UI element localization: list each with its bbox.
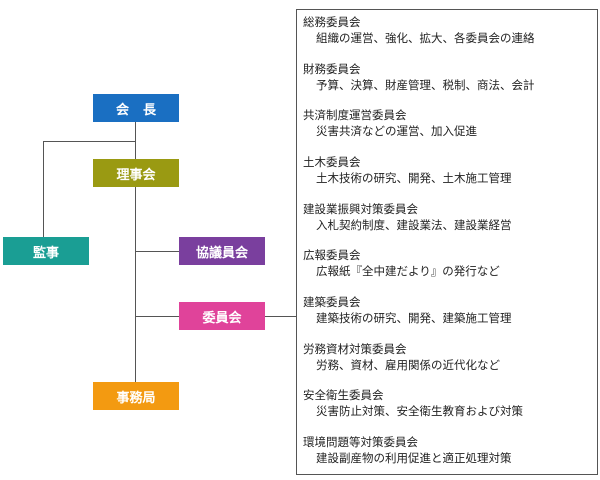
- committee-name: 土木委員会: [303, 155, 361, 169]
- committee-item: 広報委員会 広報紙『全中建だより』の発行など: [303, 248, 500, 279]
- connector-auditor: [43, 141, 44, 237]
- committee-name: 労務資材対策委員会: [303, 342, 407, 356]
- committee-item: 土木委員会 土木技術の研究、開発、土木施工管理: [303, 155, 512, 186]
- committee-box: 委員会: [179, 302, 265, 330]
- committee-desc: 災害防止対策、安全衛生教育および対策: [316, 403, 523, 418]
- committee-desc: 土木技術の研究、開発、土木施工管理: [316, 170, 512, 185]
- committee-desc: 建設副産物の利用促進と適正処理対策: [316, 450, 512, 465]
- committee-desc: 広報紙『全中建だより』の発行など: [316, 263, 500, 278]
- chairman-box: 会長: [93, 94, 179, 122]
- committee-name: 建設業振興対策委員会: [303, 202, 418, 216]
- committee-item: 総務委員会 組織の運営、強化、拡大、各委員会の連絡: [303, 15, 535, 46]
- committee-item: 環境問題等対策委員会 建設副産物の利用促進と適正処理対策: [303, 435, 512, 466]
- committee-desc: 建築技術の研究、開発、建築施工管理: [316, 310, 512, 325]
- committee-name: 総務委員会: [303, 15, 361, 29]
- connector-council: [135, 251, 179, 252]
- committee-desc: 予算、決算、財産管理、税制、商法、会計: [316, 77, 535, 92]
- connector-branch-horizontal: [43, 141, 136, 142]
- auditor-box: 監事: [3, 237, 89, 265]
- committee-name: 財務委員会: [303, 62, 361, 76]
- committee-name: 共済制度運営委員会: [303, 108, 407, 122]
- committee-desc: 労務、資材、雇用関係の近代化など: [316, 357, 500, 372]
- connector-board-office: [135, 187, 136, 382]
- committee-item: 建設業振興対策委員会 入札契約制度、建設業法、建設業経営: [303, 202, 512, 233]
- committee-item: 労務資材対策委員会 労務、資材、雇用関係の近代化など: [303, 342, 500, 373]
- committee-item: 財務委員会 予算、決算、財産管理、税制、商法、会計: [303, 62, 535, 93]
- committee-item: 共済制度運営委員会 災害共済などの運営、加入促進: [303, 108, 477, 139]
- connector-committee: [135, 316, 179, 317]
- committee-list-panel: 総務委員会 組織の運営、強化、拡大、各委員会の連絡 財務委員会 予算、決算、財産…: [296, 9, 598, 475]
- committee-desc: 組織の運営、強化、拡大、各委員会の連絡: [316, 30, 535, 45]
- connector-committee-panel: [265, 316, 296, 317]
- council-box: 協議員会: [179, 237, 265, 265]
- board-box: 理事会: [93, 159, 179, 187]
- committee-name: 広報委員会: [303, 248, 361, 262]
- committee-name: 建築委員会: [303, 295, 361, 309]
- committee-desc: 災害共済などの運営、加入促進: [316, 123, 477, 138]
- committee-desc: 入札契約制度、建設業法、建設業経営: [316, 217, 512, 232]
- connector-chairman-board: [135, 122, 136, 159]
- committee-name: 安全衛生委員会: [303, 388, 384, 402]
- committee-item: 建築委員会 建築技術の研究、開発、建築施工管理: [303, 295, 512, 326]
- office-box: 事務局: [93, 382, 179, 410]
- committee-item: 安全衛生委員会 災害防止対策、安全衛生教育および対策: [303, 388, 523, 419]
- committee-name: 環境問題等対策委員会: [303, 435, 418, 449]
